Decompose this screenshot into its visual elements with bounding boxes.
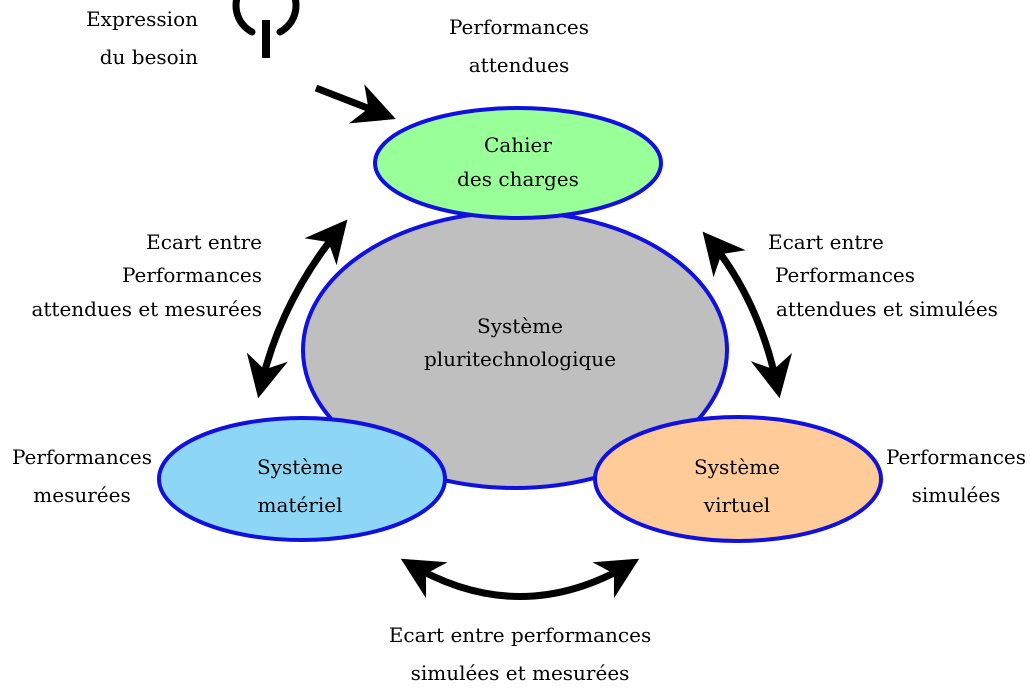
ecart-bottom-line1: Ecart entre performances [389,623,651,647]
ecart-mesurees-line2: Performances [122,263,262,287]
mesurees-line1: Performances [12,445,152,469]
ecart-simulees-line3: attendues et simulées [776,297,998,321]
mesurees-line2: mesurées [33,483,130,507]
virtuel-label-line1: Système [694,455,780,479]
power-icon [232,0,300,58]
ecart-bottom-line2: simulées et mesurées [411,661,630,685]
attendues-line2: attendues [469,53,570,77]
center-label-line1: Système [477,314,563,338]
arrow-left-double [246,219,348,399]
arrow-bottom-double [400,558,640,600]
simulees-line1: Performances [886,445,1026,469]
arrow-right-double [702,231,792,399]
materiel-ellipse [157,416,447,542]
simulees-line2: simulées [912,483,1001,507]
expression-line2: du besoin [100,45,198,69]
attendues-line1: Performances [449,15,589,39]
virtuel-label-line2: virtuel [703,493,770,517]
cahier-label-line2: des charges [457,167,579,191]
arrow-besoin [314,84,396,124]
cahier-label-line1: Cahier [484,133,552,157]
expression-line1: Expression [86,7,198,31]
cahier-ellipse [373,106,663,220]
center-label-line2: pluritechnologique [424,347,616,371]
ecart-simulees-line1: Ecart entre [768,230,884,254]
ecart-mesurees-line3: attendues et mesurées [31,297,262,321]
ecart-mesurees-line1: Ecart entre [146,230,262,254]
materiel-label-line1: Système [257,455,343,479]
materiel-label-line2: matériel [258,493,343,517]
virtuel-ellipse [593,415,883,543]
ecart-simulees-line2: Performances [775,263,915,287]
